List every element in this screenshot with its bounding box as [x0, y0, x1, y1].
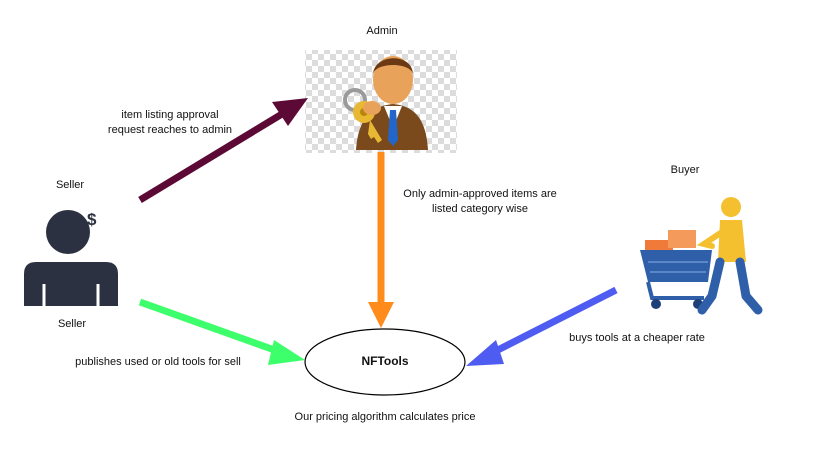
seller-top-label: Seller: [55, 179, 85, 191]
svg-text:$: $: [87, 210, 97, 229]
admin-with-key-icon: [305, 50, 457, 153]
admin-to-center-arrow: [368, 152, 394, 328]
seller-to-admin-arrow: [138, 98, 308, 203]
seller-to-center-annotation: publishes used or old tools for sell: [75, 356, 241, 368]
center-node-ellipse: [304, 328, 466, 396]
admin-label: Admin: [366, 25, 398, 37]
buyer-label: Buyer: [670, 164, 700, 176]
admin-to-center-annotation-line1: Only admin-approved items are: [403, 188, 557, 200]
pricing-annotation: Our pricing algorithm calculates price: [294, 411, 476, 423]
buyer-shopping-cart-icon: [640, 197, 763, 315]
buyer-to-center-annotation: buys tools at a cheaper rate: [569, 332, 705, 344]
seller-to-admin-annotation-line2: request reaches to admin: [107, 124, 233, 136]
seller-person-dollar-icon: $: [24, 210, 118, 306]
center-node-label: NFTools: [361, 354, 409, 368]
seller-to-admin-annotation: item listing approval request reaches to…: [100, 108, 240, 138]
admin-to-center-annotation-line2: listed category wise: [432, 203, 528, 215]
seller-bottom-label: Seller: [57, 318, 87, 330]
seller-to-admin-annotation-line1: item listing approval: [121, 109, 219, 121]
seller-to-center-arrow: [138, 298, 305, 365]
admin-to-center-annotation: Only admin-approved items are listed cat…: [395, 187, 565, 217]
buyer-to-center-arrow: [466, 286, 618, 366]
